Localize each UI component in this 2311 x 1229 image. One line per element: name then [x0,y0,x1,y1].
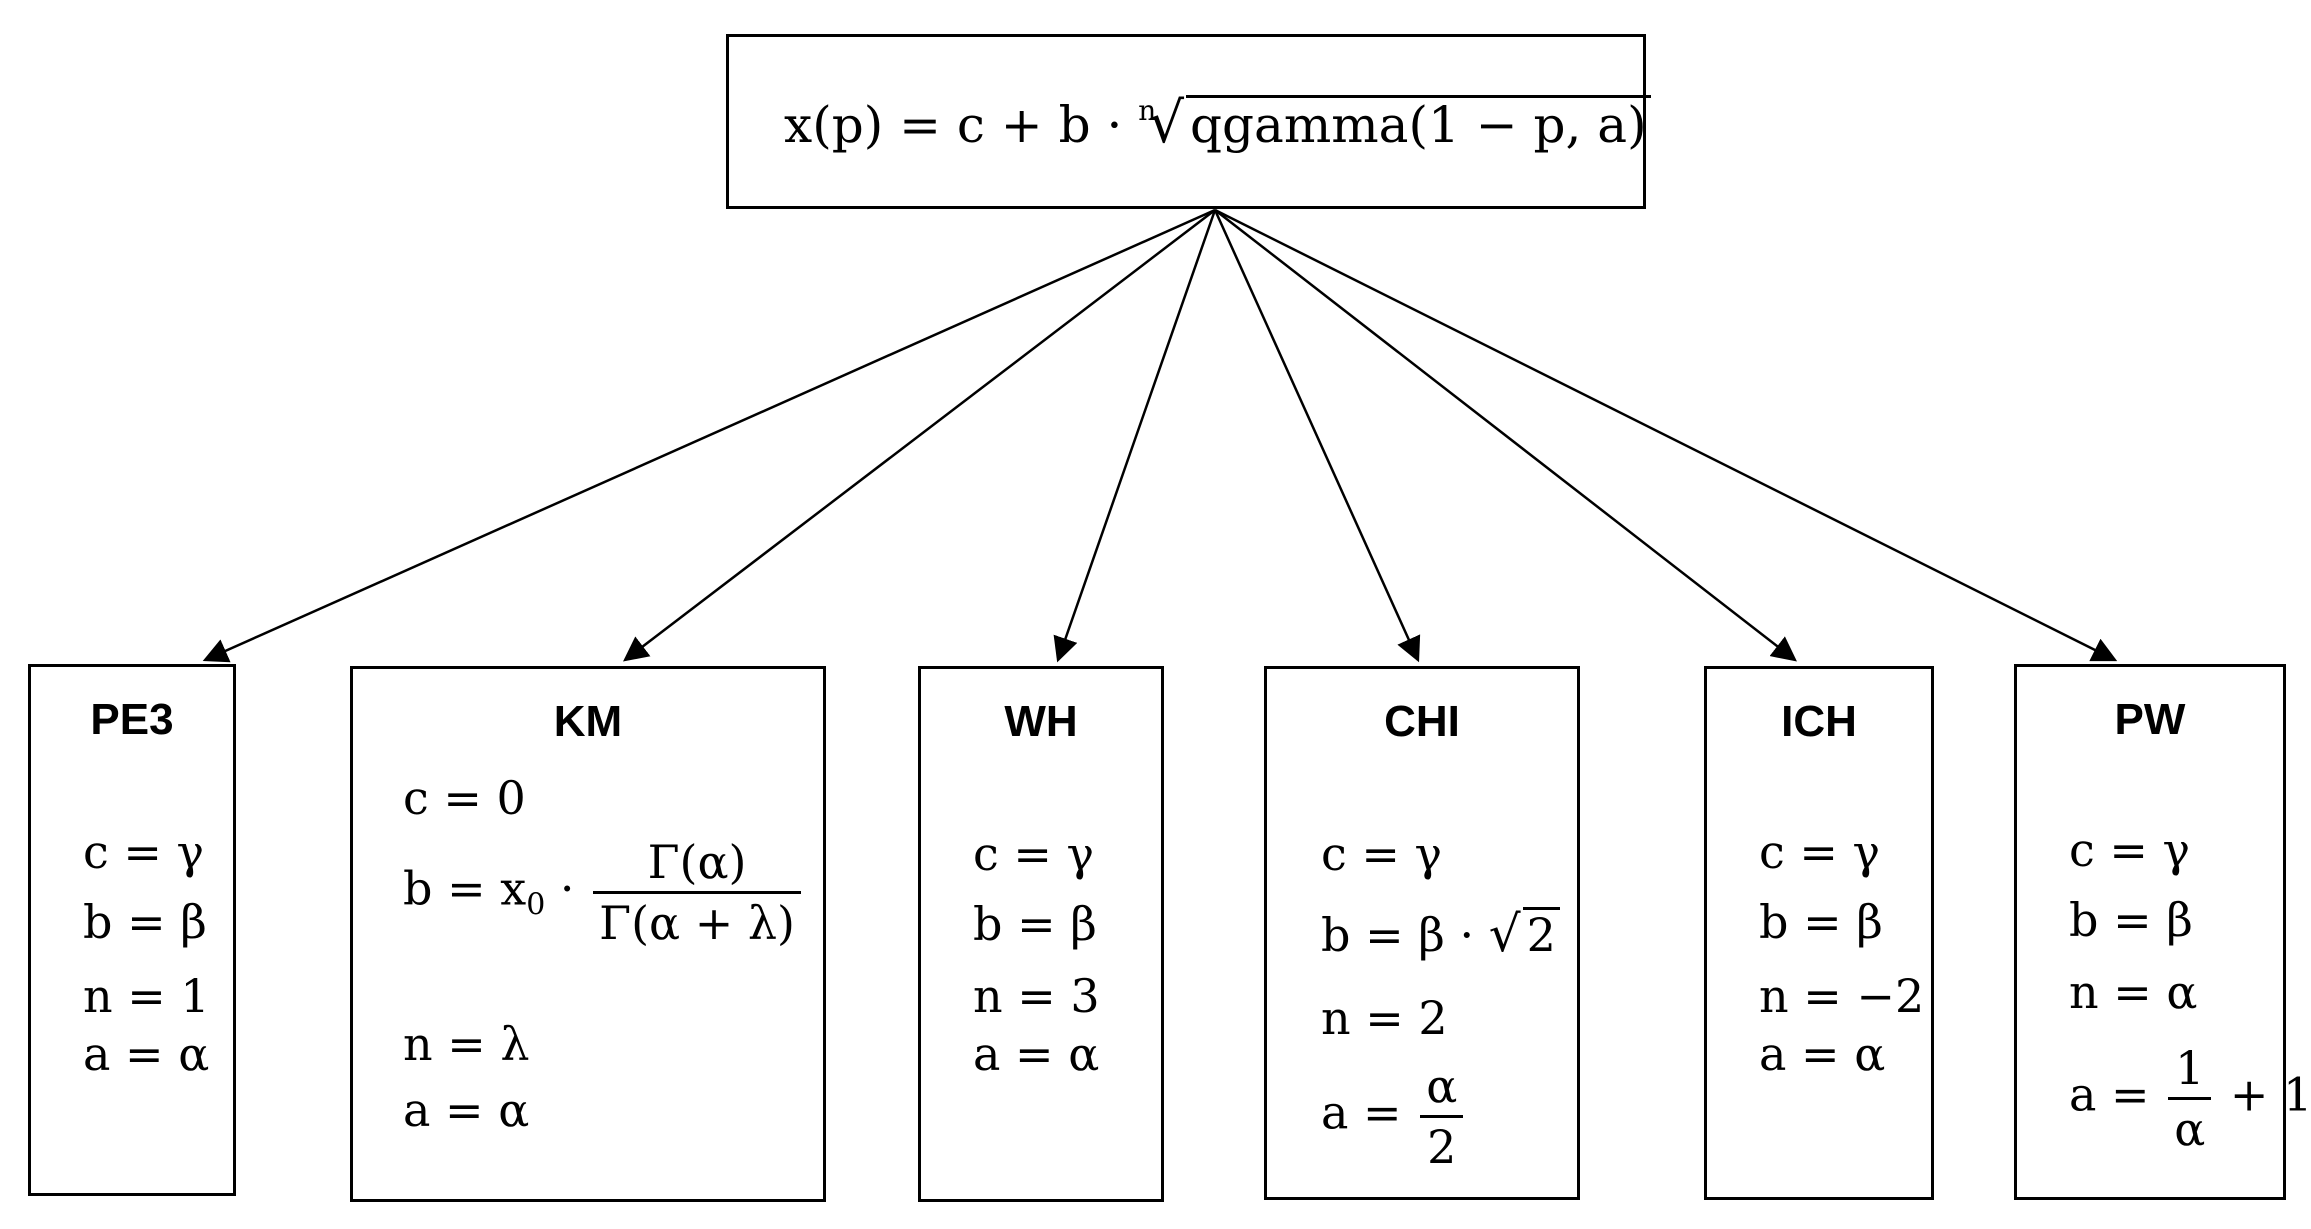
root-sign-icon: √ [1488,905,1521,963]
param-c: c = γ [973,827,1095,881]
param-b: b = β [973,897,1097,951]
param-a: a = 1 α + 1 [2069,1045,2311,1152]
param-a: a = α [403,1083,530,1137]
general-formula: x(p) = c + b · n√qgamma(1 − p, a) [784,95,1651,152]
param-b-subscript: 0 [526,887,546,923]
fraction-denominator: 2 [1427,1120,1457,1174]
param-n: n = −2 [1759,969,1925,1023]
param-b: b = x0 · Γ(α) Γ(α + λ) [403,839,805,946]
param-b-dot: · [545,861,575,916]
model-title: ICH [1781,697,1857,746]
param-b: b = β [1759,895,1883,949]
fraction-denominator: α [2174,1102,2206,1156]
param-a: a = α [973,1027,1100,1081]
param-a-prefix: a = [1321,1085,1402,1140]
arrow-to-chi [1213,209,1421,663]
param-b: b = β [2069,893,2193,947]
param-a-prefix: a = [2069,1067,2150,1122]
model-box-pe3: PE3 c = γ b = β n = 1 a = α [28,664,236,1196]
param-n: n = 2 [1321,991,1448,1045]
param-c: c = γ [1321,827,1443,881]
model-box-chi: CHI c = γ b = β · √2 n = 2 a = α 2 [1264,666,1580,1200]
root-sign-icon: √ [1148,91,1185,156]
param-b: b = β [83,895,207,949]
param-b-prefix: b = β · [1321,908,1475,962]
model-box-ich: ICH c = γ b = β n = −2 a = α [1704,666,1934,1200]
param-n: n = 3 [973,969,1100,1023]
model-box-km: KM c = 0 b = x0 · Γ(α) Γ(α + λ) n = λ a … [350,666,826,1202]
param-c: c = γ [83,825,205,879]
param-c: c = 0 [403,771,526,825]
param-n: n = α [2069,965,2198,1019]
fraction-denominator: Γ(α + λ) [599,896,795,950]
arrow-to-pw [1214,208,2118,662]
param-c: c = γ [1759,825,1881,879]
param-b-prefix: b = x [403,861,527,916]
general-formula-box: x(p) = c + b · n√qgamma(1 − p, a) [726,34,1651,209]
param-n: n = 1 [83,969,210,1023]
fraction-numerator: α [1420,1063,1464,1118]
arrow-to-km [623,209,1216,662]
formula-radicand: qgamma(1 − p, a) [1186,95,1651,150]
param-a: a = α [1759,1027,1886,1081]
param-a-suffix: + 1 [2229,1067,2311,1122]
model-title: CHI [1384,697,1460,746]
param-b-radicand: 2 [1522,907,1560,958]
arrow-to-ich [1214,209,1797,662]
param-a: a = α 2 [1321,1063,1467,1170]
model-title: PE3 [90,695,174,744]
arrow-to-wh [1053,209,1217,663]
param-a-fraction: 1 α [2168,1045,2212,1156]
model-title: KM [553,697,623,746]
param-b: b = β · √2 [1321,907,1560,959]
arrow-to-pe3 [202,208,1216,663]
param-n: n = λ [403,1017,530,1071]
model-box-wh: WH c = γ b = β n = 3 a = α [918,666,1164,1202]
param-a-fraction: α 2 [1420,1063,1464,1174]
param-a: a = α [83,1027,210,1081]
root-index: n [1138,94,1157,127]
formula-lhs: x(p) = c + b · [784,96,1123,154]
fraction-numerator: Γ(α) [593,839,801,894]
param-c: c = γ [2069,823,2191,877]
model-box-pw: PW c = γ b = β n = α a = 1 α + 1 [2014,664,2311,1200]
model-title: PW [2114,695,2186,744]
fraction-numerator: 1 [2168,1045,2212,1100]
param-b-fraction: Γ(α) Γ(α + λ) [593,839,801,946]
model-title: WH [1004,697,1078,746]
